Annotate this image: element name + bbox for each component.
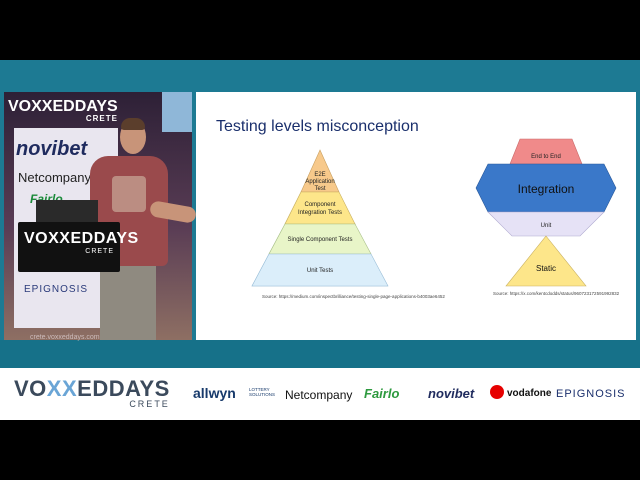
voxxeddays-logo: VOXXEDDAYS CRETE [14, 376, 170, 409]
banner-brand: VOXXEDDAYS [8, 98, 118, 115]
pyramid-top-line2: Application [305, 179, 334, 185]
pyramid-level4-label: Unit Tests [307, 268, 333, 274]
trophy-middle-label: Integration [518, 182, 575, 196]
sponsor-epignosis: EPIGNOSIS [556, 388, 626, 400]
banner-voxxeddays-logo: VOXXEDDAYS CRETE [8, 98, 118, 124]
podium: VOXXEDDAYS CRETE [18, 222, 138, 272]
sponsor-allwyn-sub: LOTTERY SOLUTIONS [249, 387, 276, 397]
slide-diagrams: E2E Application Test Component Integrati… [251, 138, 617, 287]
letterbox-bottom [0, 420, 640, 480]
podium-brand: VOXXEDDAYS [24, 230, 139, 247]
speaker-legs [100, 262, 156, 340]
logo-part-1: VO [14, 376, 47, 401]
stage-light [162, 92, 192, 132]
banner-location: CRETE [85, 114, 118, 123]
trophy-source: Source: https://x.com/kentcdodds/status/… [493, 291, 620, 296]
logo-location: CRETE [129, 399, 170, 409]
sponsor-novibet: novibet [428, 386, 475, 401]
speaker-hair [121, 118, 145, 130]
stage-lower-band [0, 340, 640, 368]
sponsor-allwyn: allwyn [193, 385, 236, 401]
trophy-base-label: Static [536, 264, 556, 273]
pyramid-level2-line2: Integration Tests [298, 210, 342, 216]
letterbox-top [0, 0, 640, 60]
backdrop-url: crete.voxxeddays.com [30, 334, 100, 341]
sponsor-footer: VOXXEDDAYS CRETE allwyn LOTTERY SOLUTION… [0, 368, 640, 420]
trophy-top-label: End to End [531, 154, 561, 160]
vodafone-logo-icon [490, 385, 504, 399]
pyramid-level2-line1: Component [304, 202, 335, 208]
pyramid-source: Source: https://medium.com/inspectbrilli… [262, 294, 445, 299]
sponsor-netcompany: Netcompany [285, 388, 353, 402]
pyramid-band-unit [251, 253, 389, 287]
backdrop-netcompany: Netcompany [18, 170, 91, 185]
trophy-lower-label: Unit [541, 223, 552, 229]
laptop [36, 200, 98, 222]
sponsor-fairlo: Fairlo [364, 386, 400, 401]
logo-part-3: EDDAYS [77, 376, 170, 401]
trophy-end-to-end [509, 138, 583, 165]
sponsor-vodafone: vodafone [507, 388, 552, 399]
trophy-static [505, 235, 587, 287]
shirt-print [112, 176, 146, 212]
backdrop-novibet: novibet [16, 138, 88, 160]
presentation-slide: Testing levels misconception E2E Applica… [196, 92, 636, 340]
slide-title: Testing levels misconception [216, 118, 419, 135]
trophy-unit [487, 211, 605, 237]
logo-part-2: XX [46, 376, 78, 401]
pyramid-top-line3: Test [314, 186, 325, 192]
pyramid-band-integration [284, 191, 356, 225]
backdrop-epignosis: EPIGNOSIS [24, 284, 89, 295]
pyramid-top-line1: E2E [314, 172, 325, 178]
podium-location: CRETE [85, 248, 114, 255]
pyramid-level3-label: Single Component Tests [288, 237, 353, 243]
